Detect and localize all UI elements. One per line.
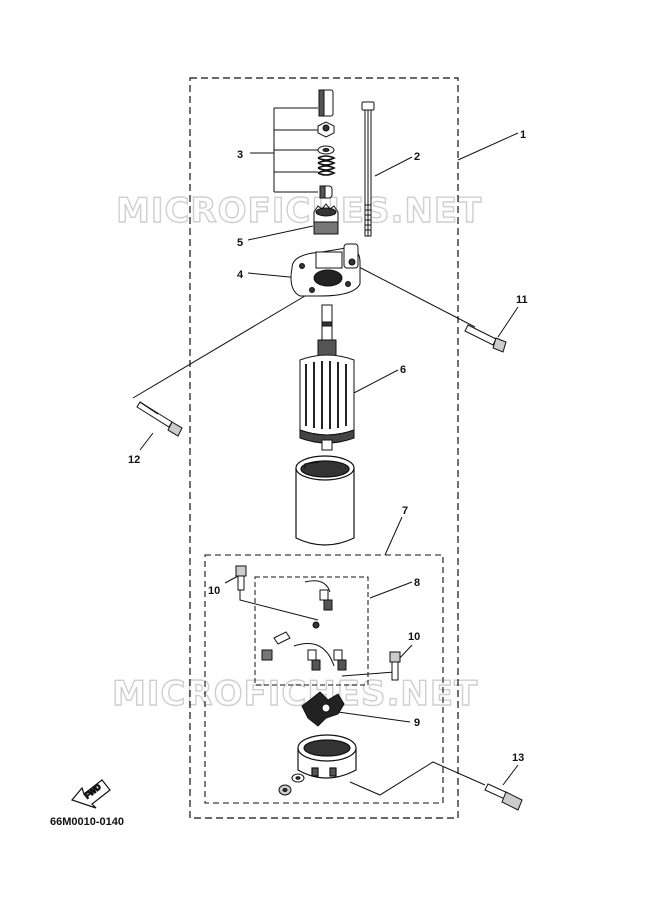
part-6-armature xyxy=(299,304,355,451)
part-9-brush-plate xyxy=(301,691,345,727)
callout-4: 4 xyxy=(237,269,244,281)
yoke-housing xyxy=(295,455,355,546)
callout-10-right: 10 xyxy=(408,631,420,643)
part-3-stack xyxy=(317,89,336,199)
callout-6: 6 xyxy=(400,364,406,376)
part-2-through-bolt xyxy=(361,101,375,237)
callout-13: 13 xyxy=(512,752,524,764)
callout-10-left: 10 xyxy=(208,585,220,597)
assembly-boundary-8 xyxy=(254,576,369,686)
callout-2: 2 xyxy=(414,151,420,163)
watermark-bottom: MICROFICHES.NET xyxy=(112,674,478,714)
callout-3: 3 xyxy=(237,149,243,161)
watermark-top: MICROFICHES.NET xyxy=(116,191,482,231)
end-washers xyxy=(278,773,305,796)
end-cover xyxy=(297,734,357,779)
part-12-bolt xyxy=(136,401,183,437)
callout-5: 5 xyxy=(237,237,243,249)
part-10-bolts xyxy=(235,565,401,681)
diagram-code: 66M0010-0140 xyxy=(50,816,125,828)
assembly-boundary-7 xyxy=(204,554,444,804)
callout-11: 11 xyxy=(516,294,528,306)
callout-12: 12 xyxy=(128,454,140,466)
callout-8: 8 xyxy=(414,577,420,589)
part-5-pinion xyxy=(313,203,339,235)
part-11-bolt xyxy=(464,324,507,353)
fwd-arrow-icon: FWD xyxy=(70,779,111,809)
callout-7: 7 xyxy=(402,505,408,517)
callout-1: 1 xyxy=(520,129,526,141)
assembly-boundary-1 xyxy=(189,77,459,819)
part-4-bracket xyxy=(290,243,361,297)
part-13-bolt xyxy=(484,783,523,811)
leader-lines xyxy=(132,107,519,796)
callout-9: 9 xyxy=(414,717,420,729)
part-8-brushes xyxy=(261,580,347,671)
